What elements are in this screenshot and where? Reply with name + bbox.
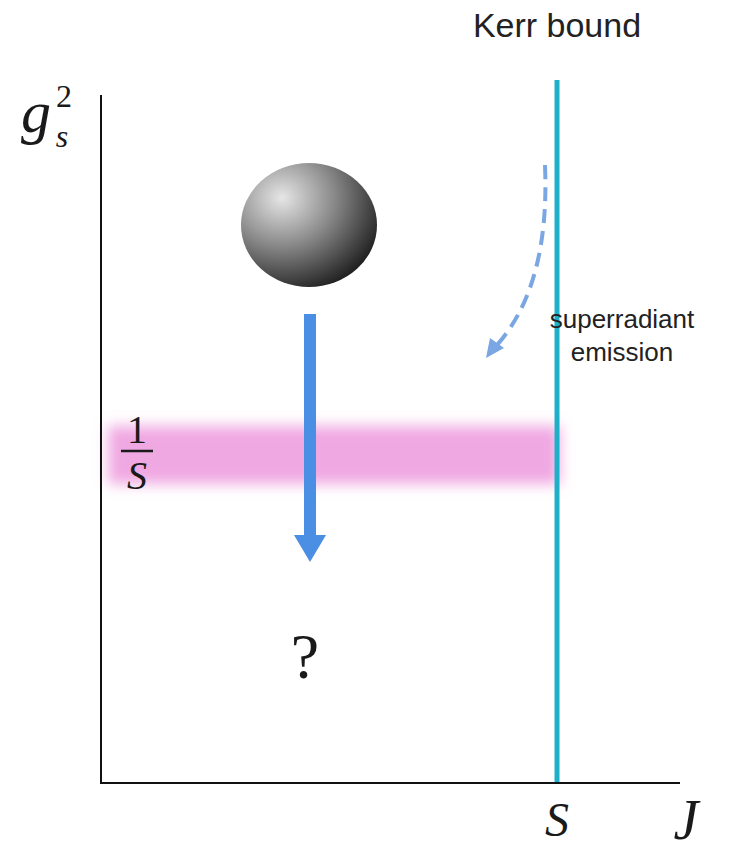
fraction-denominator: S [127, 456, 147, 496]
axis-symbol: g [21, 82, 51, 142]
axis-title: J [674, 792, 699, 848]
black-hole-sphere [241, 163, 377, 287]
subscript: s [56, 120, 68, 152]
fraction-bar [121, 450, 153, 453]
superscript: 2 [56, 80, 72, 112]
arrow-head [294, 535, 326, 562]
dashed-arrow-head [486, 338, 504, 358]
y-axis [100, 95, 102, 784]
axis-tick-label: S [545, 796, 569, 844]
x-axis [100, 782, 680, 784]
fraction-numerator: 1 [127, 410, 147, 450]
pink-band [108, 426, 560, 484]
dashed-curve [497, 165, 545, 345]
question-mark: ? [291, 625, 319, 689]
kerr-bound-line [555, 80, 560, 782]
annotation-text: superradiant emission [537, 303, 707, 368]
arrow-shaft [304, 314, 316, 536]
axis-bound-title: Kerr bound [473, 8, 641, 42]
